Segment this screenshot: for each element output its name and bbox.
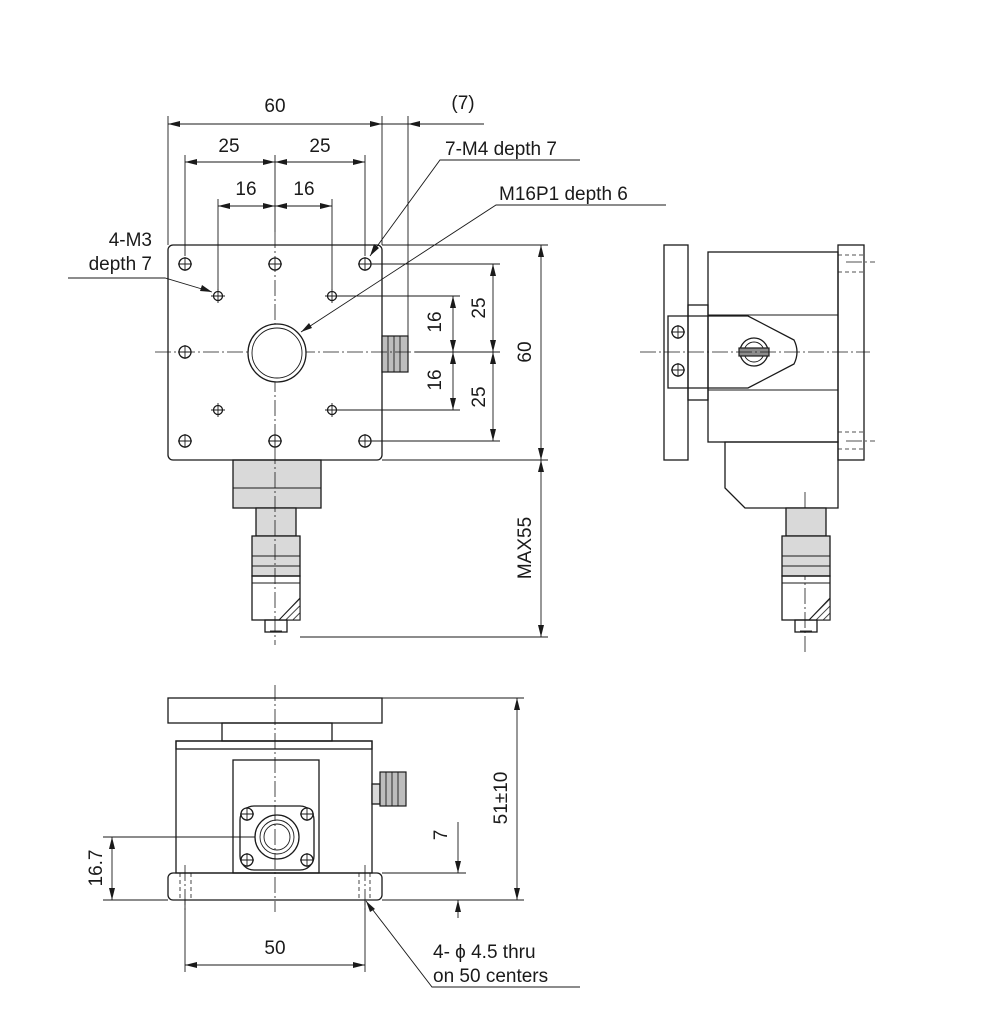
dim-upper-25: 25 <box>469 297 490 318</box>
callout-thru-line2: on 50 centers <box>433 966 548 987</box>
dim-half-right: 25 <box>309 136 330 157</box>
dim-top-width: 60 <box>264 96 285 117</box>
dim-bottom-width: 50 <box>264 938 285 959</box>
dim-lower-25: 25 <box>469 386 490 407</box>
dimension-labels: 60 25 25 16 16 (7) 60 25 25 16 16 MAX55 … <box>86 93 536 959</box>
dim-max-travel: MAX55 <box>515 517 536 579</box>
micrometer-mount <box>239 805 315 871</box>
front-lock-knob <box>371 771 407 807</box>
callout-m3-line1: 4-M3 <box>109 230 152 251</box>
dim-offset-7: (7) <box>451 93 474 114</box>
micrometer-top <box>251 507 301 633</box>
side-bracket <box>667 315 798 389</box>
side-lock-knob <box>381 335 409 373</box>
dim-total-height: 51±10 <box>491 772 512 825</box>
dim-inner-left: 16 <box>235 179 256 200</box>
dim-upper-16: 16 <box>425 311 446 332</box>
callout-m3-line2: depth 7 <box>89 254 152 275</box>
dim-half-left: 25 <box>218 136 239 157</box>
dim-height-7: 7 <box>431 830 452 841</box>
m16-center-hole <box>247 323 307 383</box>
dim-height-16-7: 16.7 <box>86 850 107 887</box>
dim-lower-16: 16 <box>425 369 446 390</box>
callout-thru-line1: 4- ϕ 4.5 thru <box>433 942 536 963</box>
callout-m4: 7-M4 depth 7 <box>445 139 557 160</box>
stage-body <box>232 459 322 509</box>
m3-holes <box>211 289 339 417</box>
callout-m16: M16P1 depth 6 <box>499 184 628 205</box>
side-view <box>640 244 875 655</box>
callout-labels: 7-M4 depth 7 M16P1 depth 6 4-M3 depth 7 … <box>89 139 628 987</box>
front-view <box>103 685 580 988</box>
micrometer-side <box>781 507 831 633</box>
top-view <box>68 116 666 645</box>
dim-right-height: 60 <box>515 341 536 362</box>
dim-inner-right: 16 <box>293 179 314 200</box>
